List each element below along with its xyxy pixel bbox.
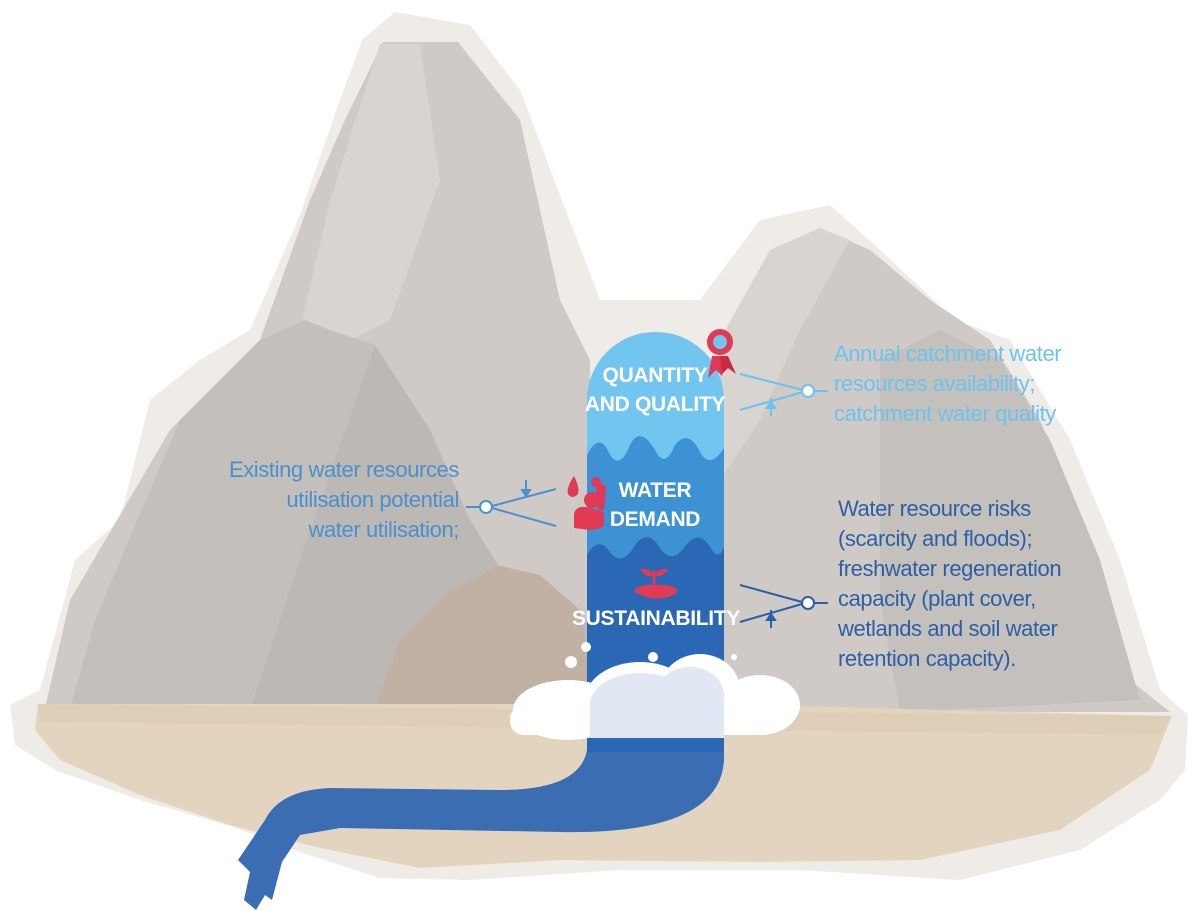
note-line: resources availability; [834, 371, 1036, 396]
note-line: catchment water quality [834, 401, 1056, 426]
note-line: water utilisation; [308, 517, 459, 542]
label-sustainability: SUSTAINABILITY [572, 607, 740, 630]
person-water-drop-icon [567, 476, 606, 530]
right-mountain [720, 228, 1170, 712]
river [238, 730, 724, 910]
note-line: retention capacity). [838, 646, 1016, 671]
note-line: wetlands and soil water [838, 616, 1058, 641]
label-demand: DEMAND [610, 508, 700, 531]
measuring-compass-bottom-icon [739, 584, 828, 628]
note-line: utilisation potential [286, 487, 459, 512]
bubbles [565, 642, 737, 668]
brown-hill [375, 566, 595, 708]
note-line: Existing water resources [228, 457, 459, 482]
note-water-risks: Water resource risks (scarcity and flood… [838, 494, 1062, 674]
label-quantity: QUANTITY [603, 364, 708, 387]
measuring-compass-left-icon [466, 480, 557, 527]
note-line: Water resource risks [838, 496, 1031, 521]
note-catchment-availability: Annual catchment water resources availab… [834, 339, 1062, 429]
note-line: (scarcity and floods); [838, 526, 1033, 551]
cloud-overlay [590, 667, 724, 738]
label-water: WATER [619, 479, 692, 502]
hand-plant-icon [634, 568, 678, 599]
note-line: Annual catchment water [834, 341, 1062, 366]
measuring-compass-icon [739, 373, 828, 416]
note-line: freshwater regeneration [838, 556, 1062, 581]
note-existing-utilisation: Existing water resources utilisation pot… [229, 455, 459, 545]
label-and-quality: AND QUALITY [585, 393, 725, 416]
note-line: capacity (plant cover, [838, 586, 1036, 611]
award-ribbon-icon [707, 329, 736, 378]
